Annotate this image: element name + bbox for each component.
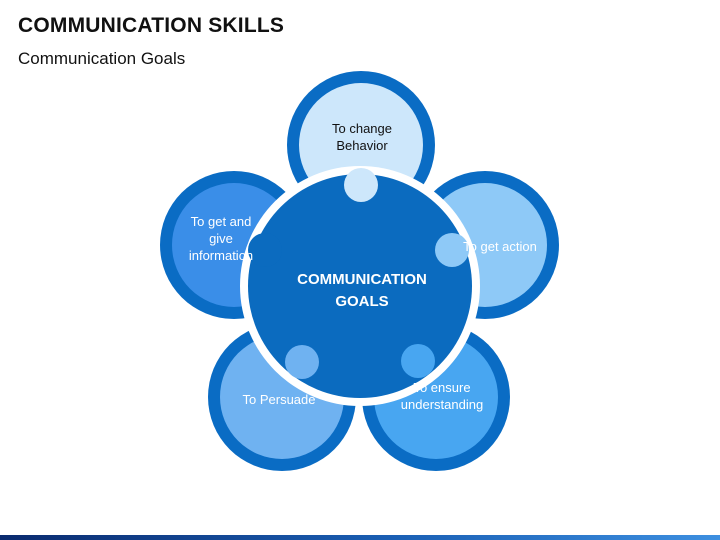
- slide-title: COMMUNICATION SKILLS: [18, 14, 285, 37]
- knob-top: [344, 168, 378, 202]
- goal-label-right: To get action: [463, 239, 537, 254]
- bottom-accent-bar: [0, 535, 720, 540]
- knob-left: [248, 233, 282, 267]
- goal-label-left-line-1: To get and: [191, 214, 252, 229]
- center-title-line-2: GOALS: [335, 293, 388, 310]
- knob-bottom-left: [285, 345, 319, 379]
- center-title-line-1: COMMUNICATION: [297, 271, 427, 288]
- slide-subtitle: Communication Goals: [18, 49, 186, 68]
- knob-bottom-right: [401, 344, 435, 378]
- center-circle: [248, 174, 472, 398]
- goal-label-left-line-3: information: [189, 248, 253, 263]
- goal-label-left-line-2: give: [209, 231, 233, 246]
- goal-label-top-line-1: To change: [332, 121, 392, 136]
- goal-label-bottom-right-line-2: understanding: [401, 397, 483, 412]
- goal-label-bottom-right-line-1: To ensure: [413, 380, 470, 395]
- goal-label-bottom-left: To Persuade: [243, 392, 316, 407]
- knob-right: [435, 233, 469, 267]
- goal-label-top-line-2: Behavior: [336, 138, 388, 153]
